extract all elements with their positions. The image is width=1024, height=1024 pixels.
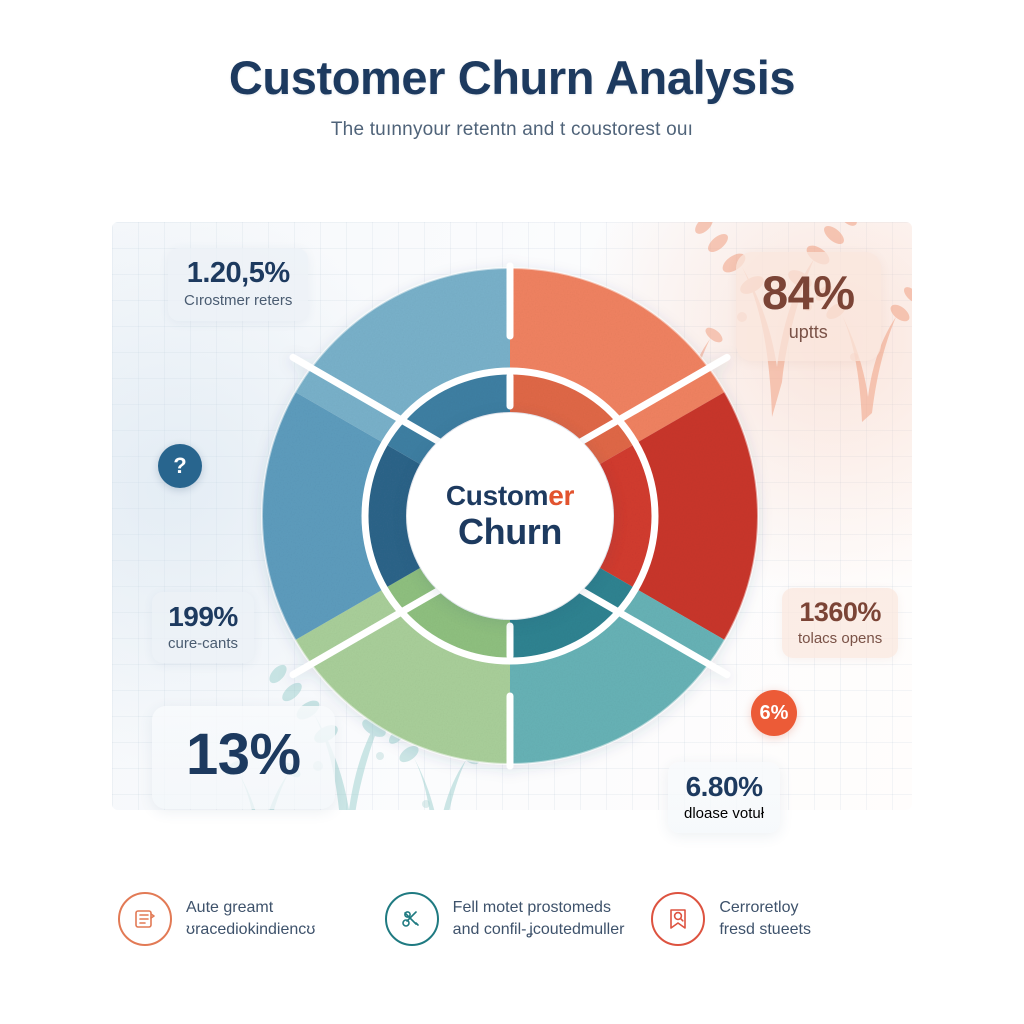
feature-line2: fresd stueets (719, 920, 811, 938)
stat-value: 6.80% (685, 771, 763, 802)
hub-title-main: Custom (445, 480, 549, 512)
donut-outer-ring (262, 268, 758, 764)
percent-badge: 6% (751, 690, 797, 736)
feature-item-3: Cerroretloy fresd stueets (651, 892, 918, 946)
bookmark-search-icon (651, 892, 706, 946)
stat-label: Cırostmer reters (184, 292, 293, 310)
feature-line2: and confil-ʝcoutedmuller (452, 920, 625, 938)
stat-card-top-left: 1.20,5% Cırostmer reters (168, 248, 309, 321)
stat-card-top-right: 84% uptts (736, 252, 881, 361)
outer-segment-cirostmer-reters (295, 268, 510, 442)
ring-divider (361, 367, 659, 665)
donut-chart-svg (261, 262, 759, 770)
document-list-icon (118, 892, 172, 946)
hub-title-accent: er (548, 480, 575, 512)
donut-chart: Customer Churn (230, 236, 790, 796)
inner-segment-cirostmer-reters (387, 374, 510, 464)
feature-line1: Fell motet prostomeds (452, 899, 611, 916)
stat-label: tolacs opens (798, 630, 883, 648)
footer-features: Aute greamt ʊracediokindiencʊ Fell motet… (118, 892, 918, 946)
stat-card-bottom-left: 13% (152, 706, 335, 809)
stat-label: dloase votuł (684, 805, 765, 823)
stat-value: 1360% (799, 597, 881, 627)
stat-value: 84% (762, 266, 855, 319)
question-mark-icon: ? (173, 453, 187, 478)
outer-segment-13-percent (295, 590, 510, 764)
stat-card-bottom-right: 6.80% dloase votuł (668, 762, 781, 834)
stat-card-mid-left: 199% cure-cants (152, 592, 255, 664)
feature-text-3: Cerroretloy fresd stueets (719, 892, 811, 940)
inner-segment-dloase-votul (510, 568, 633, 658)
percent-badge-label: 6% (759, 701, 789, 724)
outer-segment-uptts (510, 268, 725, 442)
stat-value: 199% (168, 601, 238, 632)
outer-segment-tolacs-opens (638, 392, 758, 640)
question-mark-badge: ? (158, 444, 202, 488)
feature-line2: ʊracediokindiencʊ (186, 920, 316, 938)
inner-segment-cure-cants (367, 445, 420, 587)
page-subtitle: The tuınnyour retentn and t coustorest o… (330, 118, 694, 140)
hub-title-line2: Churn (458, 510, 562, 552)
header: Customer Churn Analysis The tuınnyour re… (0, 52, 1024, 141)
stat-value: 1.20,5% (186, 257, 290, 289)
inner-segment-13-percent (387, 568, 510, 658)
inner-segment-tolacs-opens (600, 445, 653, 587)
feature-item-1: Aute greamt ʊracediokindiencʊ (118, 892, 385, 946)
page-title: Customer Churn Analysis (228, 51, 796, 104)
inner-segment-uptts (510, 374, 633, 464)
feature-line1: Aute greamt (186, 899, 274, 916)
feature-text-1: Aute greamt ʊracediokindiencʊ (186, 892, 315, 940)
outer-segment-cure-cants (262, 392, 382, 640)
feature-item-2: Fell motet prostomeds and confil-ʝcouted… (384, 892, 652, 946)
outer-edge (261, 267, 759, 765)
stat-label: uptts (788, 322, 828, 343)
donut-inner-ring (367, 374, 653, 658)
stat-label: cure-cants (168, 635, 239, 653)
stat-card-mid-right: 1360% tolacs opens (782, 588, 899, 659)
hub-title-line1: Customer (445, 480, 575, 512)
feature-line1: Cerroretloy (719, 899, 799, 916)
outer-segment-dloase-votul (510, 590, 725, 764)
feature-text-2: Fell motet prostomeds and confil-ʝcouted… (453, 892, 625, 940)
stat-value: 13% (186, 722, 301, 787)
center-hub: Customer Churn (407, 413, 613, 619)
tools-icon (384, 892, 439, 946)
